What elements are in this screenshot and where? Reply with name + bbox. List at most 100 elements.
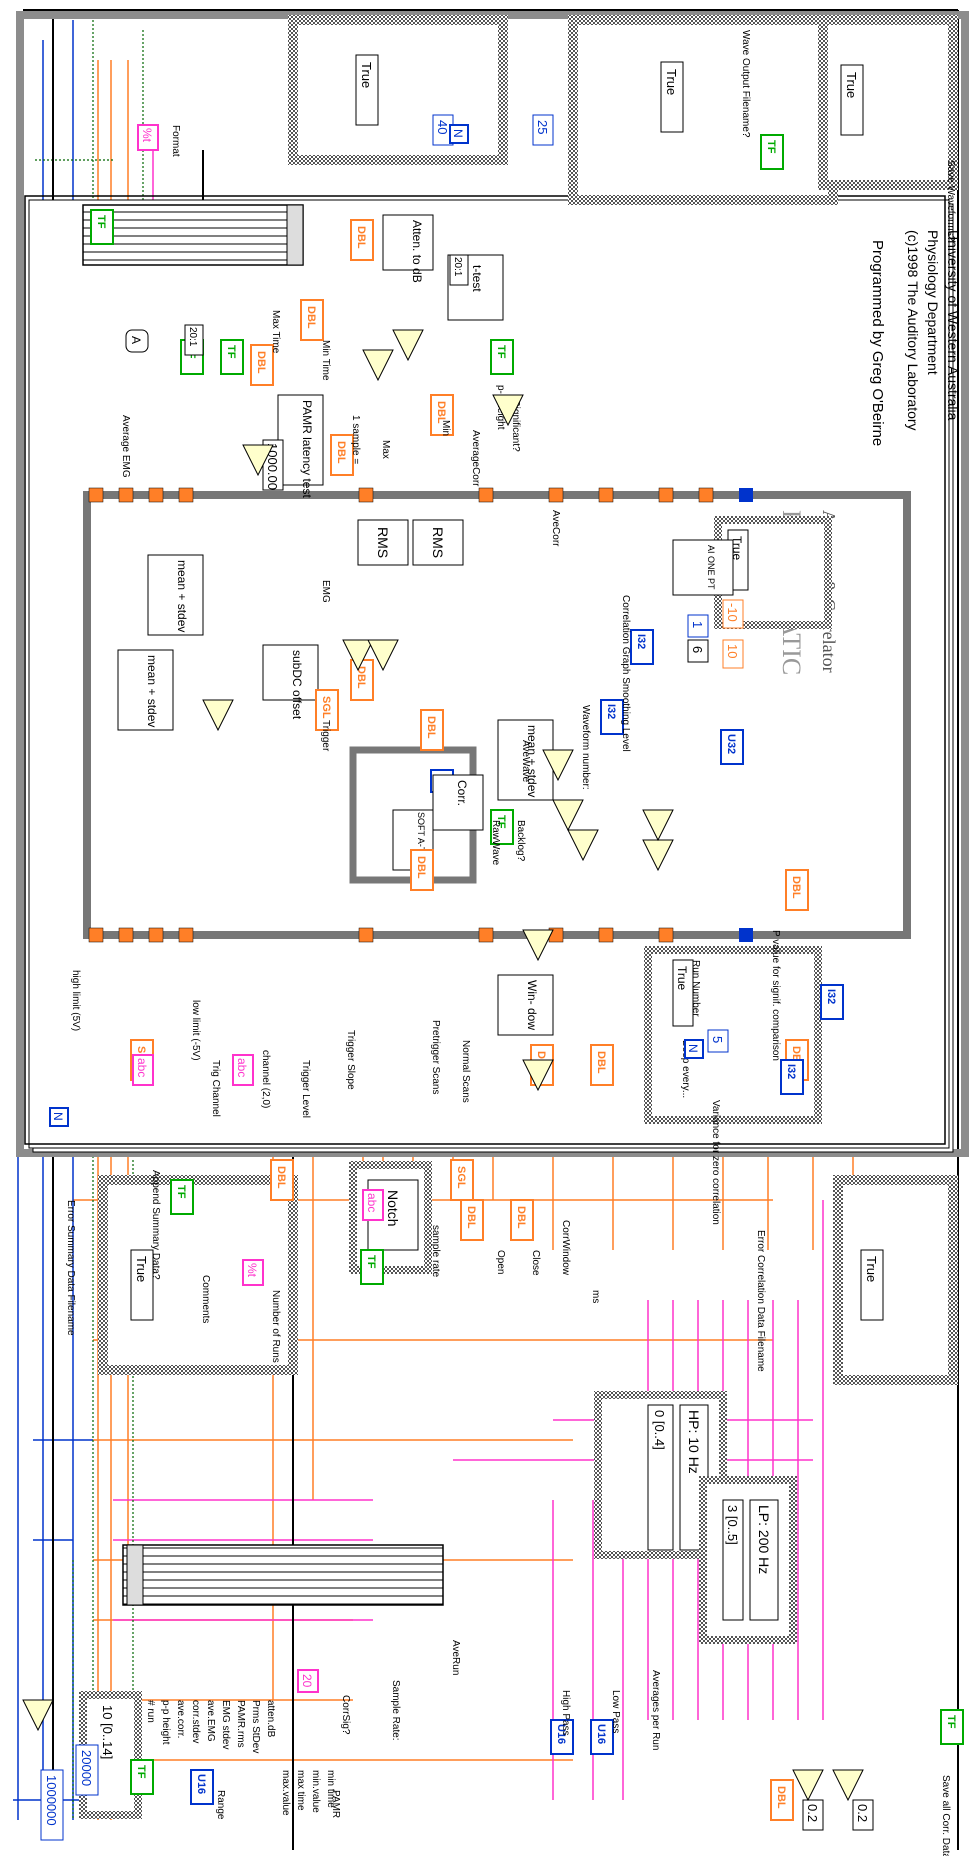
n-terminal: N [50,1108,68,1126]
label-high-limit: high limit (5V) [70,970,81,1031]
case-structure-top-right[interactable]: True [573,20,833,200]
svg-text:PAMR latency test: PAMR latency test [300,400,314,498]
tf-constant: TF [91,210,113,244]
tf-constant: TF [221,340,243,374]
window-node[interactable]: Win- dow [498,975,553,1035]
mean-stdev-node-1[interactable]: mean + stdev [148,555,203,635]
label-emg: EMG [320,580,331,603]
constant-10[interactable]: 10 [723,640,743,668]
u16-constant: U16 [191,1770,213,1804]
label-save-waveforms: Save Waveforms? [945,160,956,242]
constant-0-2[interactable]: 0.2 [803,1800,823,1830]
svg-text:U16: U16 [595,1724,607,1744]
reciprocal-icon [23,1700,53,1730]
constant-20: 20 [298,1670,318,1692]
label-high-pass: High Pass [560,1690,571,1736]
lp-range-ring[interactable]: 3 [0..5] [725,1505,740,1545]
case-selector-label[interactable]: True [675,966,689,991]
rms-node-1[interactable]: RMS [358,520,408,565]
svg-text:1000000: 1000000 [44,1775,59,1826]
hp-range-ring[interactable]: 0 [0..4] [652,1410,667,1450]
case-structure-summary[interactable]: True [103,1180,293,1370]
notch-node[interactable]: Notch [385,1190,401,1227]
svg-text:A: A [129,336,143,344]
dbl-constant: DBL [421,710,443,750]
svg-text:TF: TF [495,345,507,359]
svg-text:RMS: RMS [430,527,446,558]
pamr-latency-node[interactable]: PAMR latency test [278,395,323,498]
mean-stdev-node-2[interactable]: mean + stdev [118,650,173,730]
svg-text:SGL: SGL [455,1166,467,1189]
ring-range[interactable]: 10 [0..14] [100,1705,115,1759]
svg-text:TF: TF [945,1715,957,1729]
label-averages-per-run: Averages per Run [650,1670,661,1750]
tf-constant: TF [941,1710,963,1744]
case-structure-top-left[interactable]: True [293,20,503,160]
svg-text:25: 25 [535,120,550,134]
u32-constant: U32 [721,730,743,764]
ai-one-pt-node[interactable]: AI ONE PT [673,540,733,595]
case-selector-label[interactable]: True [134,1256,149,1282]
svg-text:5: 5 [710,1036,725,1043]
constant-5[interactable]: 5 [708,1030,728,1052]
credits-university: University of Western Australia [945,230,961,421]
rms-node-2[interactable]: RMS [413,520,463,565]
summary-item: min time [325,1770,336,1808]
constant-25[interactable]: 25 [533,115,553,145]
dbl-constant: DBL [771,1780,793,1820]
label-max: Max [380,440,391,459]
corr-node[interactable]: Corr. [433,775,483,830]
case-selector-label[interactable]: True [864,1256,879,1282]
constant-6[interactable]: 6 [688,640,708,662]
label-variance-zero-corr: Variance for zero correlation [710,1100,721,1225]
case-structure-correlation[interactable]: True [838,1180,953,1380]
label-max-time: Max Time [270,310,281,354]
svg-text:0.2: 0.2 [855,1804,870,1822]
dbl-constant: DBL [351,660,373,700]
label-min: Min [440,420,451,436]
constant-0-2[interactable]: 0.2 [853,1800,873,1830]
svg-text:DBL: DBL [275,1166,287,1189]
svg-text:%t: %t [245,1263,259,1278]
label-number-of-runs: Number of Runs [270,1290,281,1363]
case-selector-label[interactable]: True [844,72,859,98]
credits-dept: Physiology Department [925,230,941,375]
constant-20000[interactable]: 20000 [76,1745,98,1795]
svg-text:AI ONE PT: AI ONE PT [706,545,716,590]
svg-text:0.2: 0.2 [805,1804,820,1822]
summary-item: EMG stdev [220,1700,231,1749]
case-selector-label[interactable]: True [664,69,679,95]
svg-text:I32: I32 [825,989,837,1004]
case-selector-label[interactable]: True [359,62,374,88]
label-ave-corr: AveCorr [550,510,561,547]
label-sample-rate-ctrl: Sample Rate: [390,1680,401,1741]
case-structure-save-waveforms[interactable]: True [823,20,953,185]
format-pct-t: %t [138,125,158,150]
svg-text:TF: TF [365,1255,377,1269]
bundle-node-bottom[interactable] [123,1545,443,1605]
hp-value-display: HP: 10 Hz [686,1410,702,1474]
label-one-sample: 1 sample = [350,415,361,464]
label-trigger-slope: Trigger Slope [345,1030,356,1090]
summary-item: PAMR.rms [235,1700,246,1748]
svg-text:subDC offset: subDC offset [290,650,304,720]
svg-text:mean + stdev: mean + stdev [175,560,189,632]
tf-constant: TF [361,1250,383,1284]
svg-text:DBL: DBL [595,1051,607,1074]
constant-minus-10[interactable]: -10 [723,600,743,628]
credits-copyright: (c)1998 The Auditory Laboratory [905,230,921,431]
label-comments: Comments [200,1275,211,1323]
svg-text:DBL: DBL [465,1206,477,1229]
case-structure-low-pass[interactable]: 3 [0..5] LP: 200 Hz [703,1480,793,1640]
sgl-constant: SGL [451,1160,473,1200]
constant-1000000[interactable]: 1000000 [41,1770,63,1840]
string-constant-abc: abc [133,1055,153,1085]
constant-1[interactable]: 1 [688,615,708,637]
i32-constant: I32 [781,1060,803,1094]
credits-author: Programmed by Greg O'Beirne [869,240,886,446]
bundle-node-top[interactable] [83,205,303,265]
dbl-constant: DBL [351,220,373,260]
summary-item: max time [295,1770,306,1811]
label-low-pass: Low Pass [610,1690,621,1733]
